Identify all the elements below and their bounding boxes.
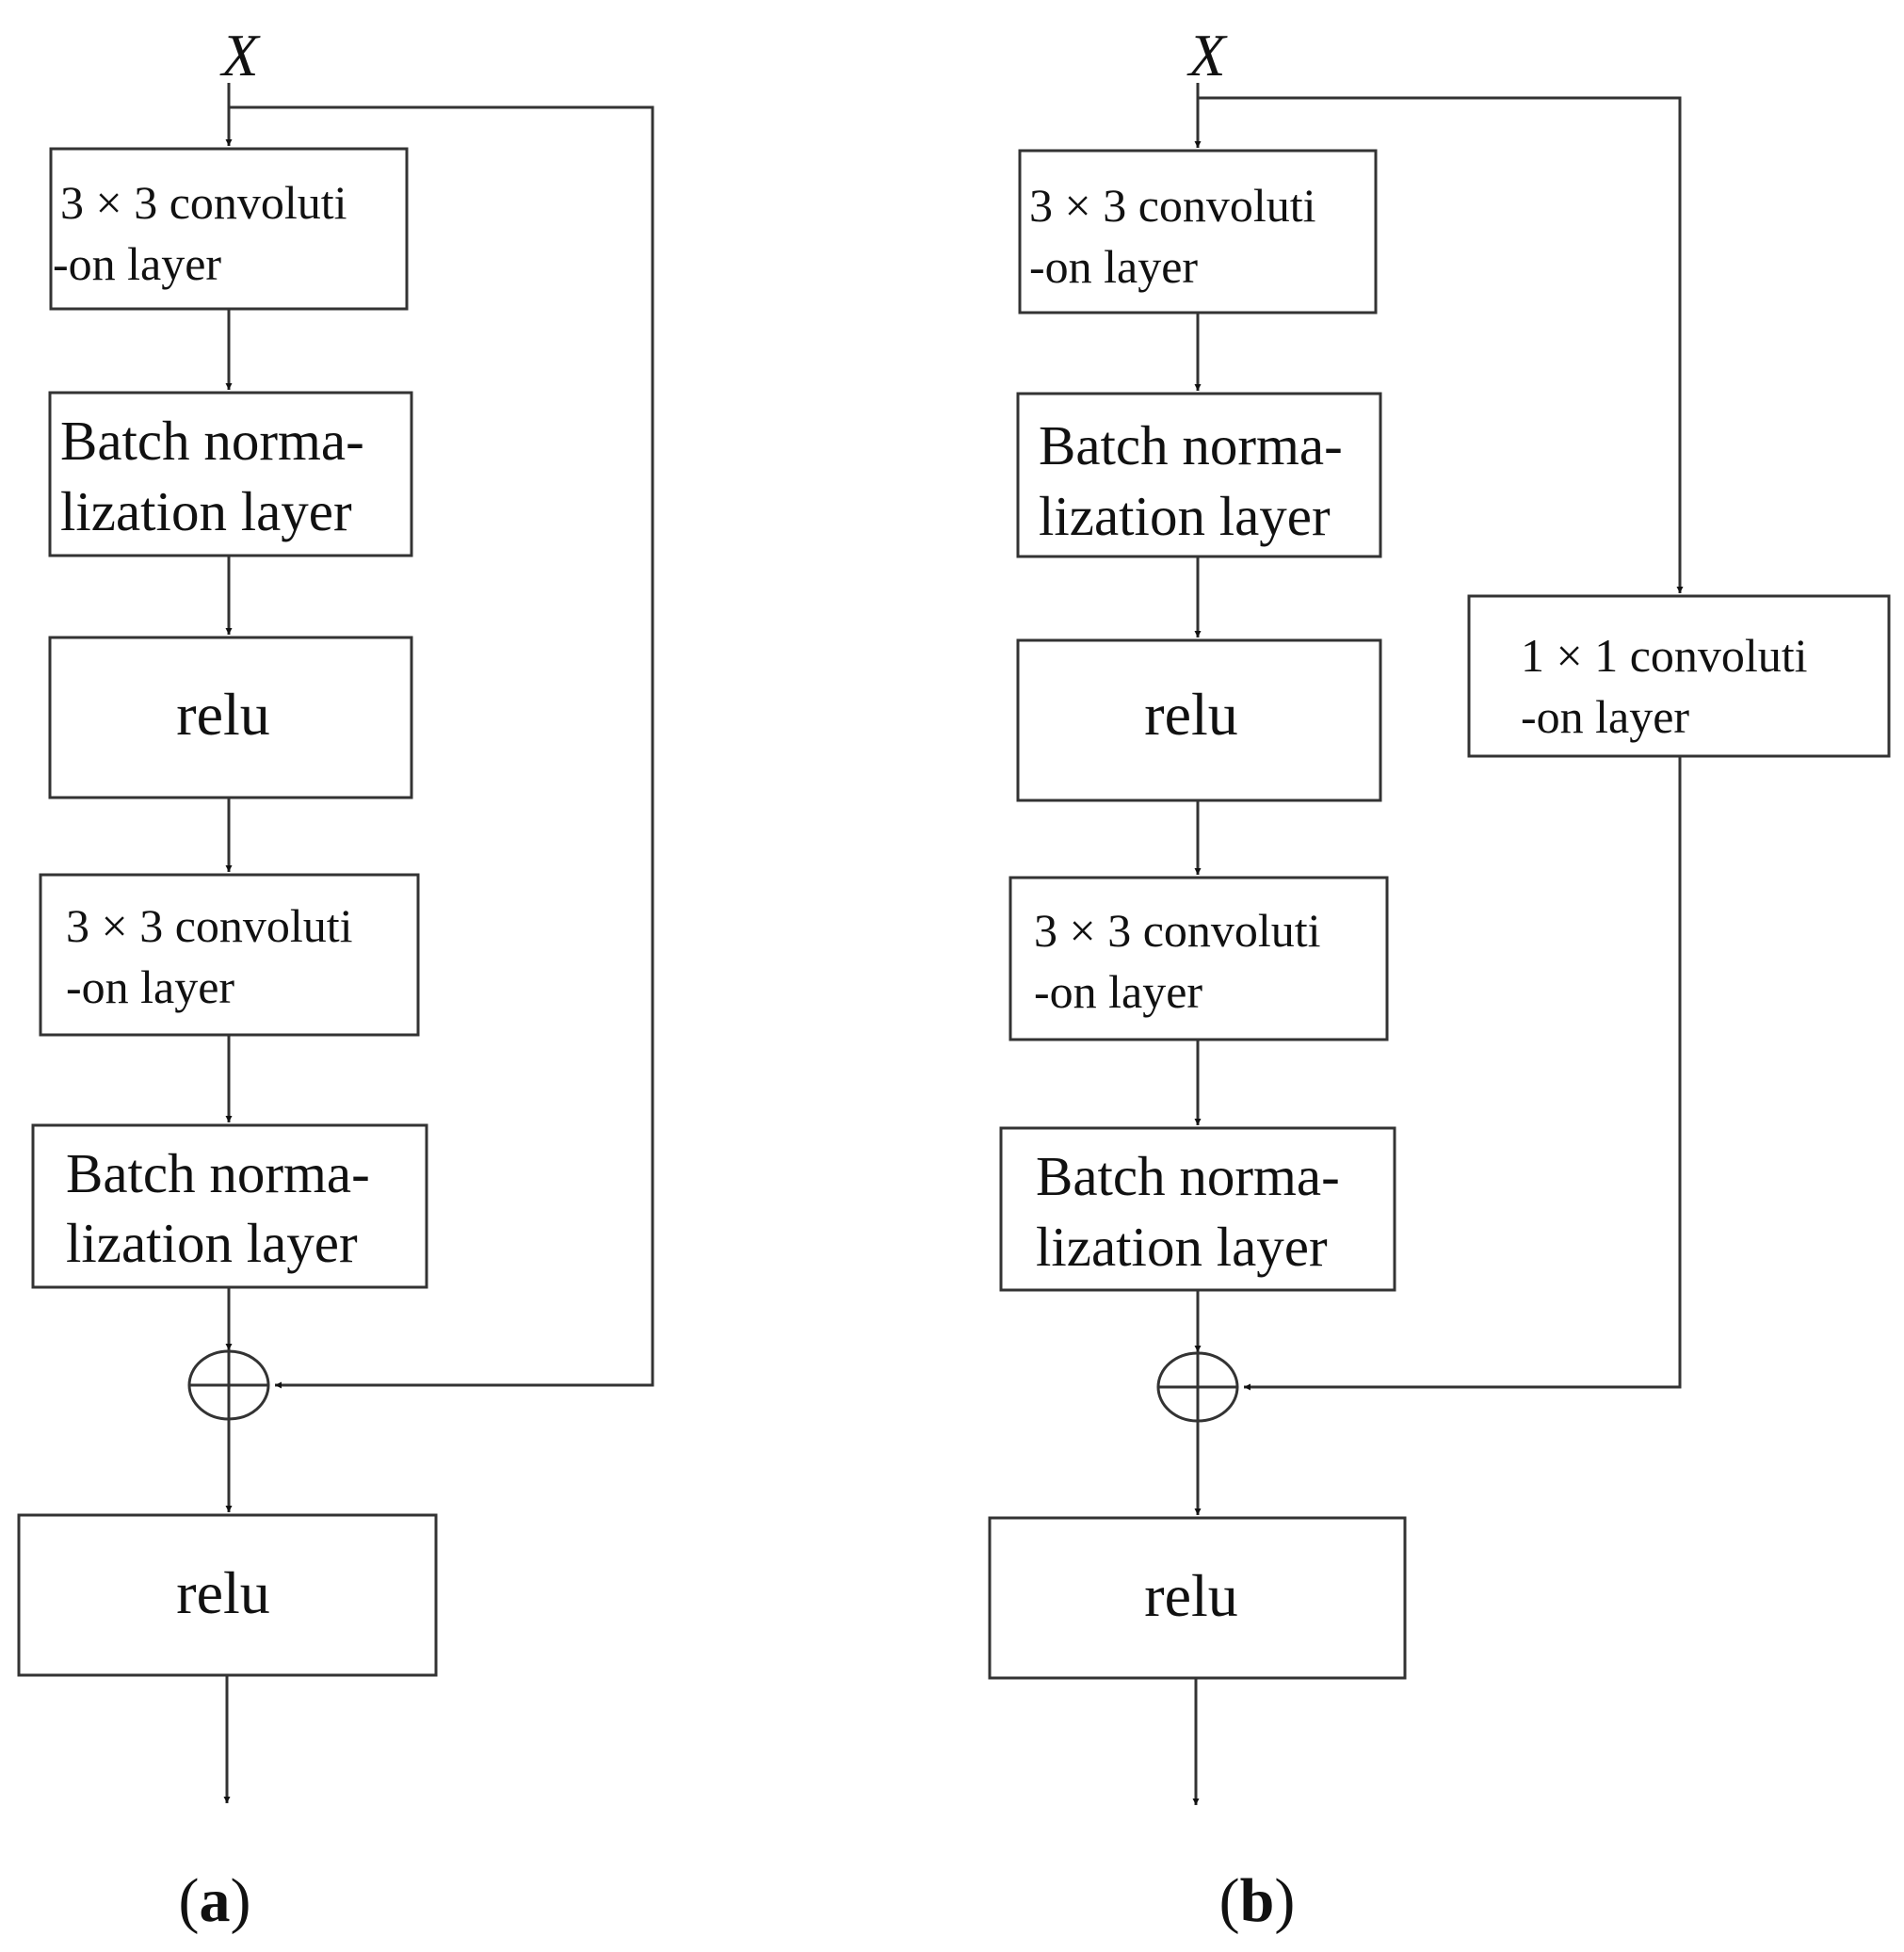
relu-block-2: relu: [17, 1513, 438, 1677]
batchnorm-block-1-b-line2: lization layer: [1039, 485, 1331, 547]
conv3x3-block-1-line2: -on layer: [53, 237, 221, 290]
projection-shortcut-in: [1198, 96, 1684, 593]
conv3x3-block-1-b: 3 × 3 convoluti -on layer: [1018, 149, 1378, 315]
panel-b-label: (b): [1219, 1866, 1296, 1935]
conv3x3-block-2: 3 × 3 convoluti -on layer: [39, 873, 420, 1037]
conv3x3-block-1-b-line2: -on layer: [1029, 240, 1198, 293]
batchnorm-block-2-line1: Batch norma-: [66, 1142, 370, 1204]
panel-a: X 3 × 3 convoluti -on layer Batch norma-…: [17, 22, 654, 1935]
relu-block-1: relu: [48, 636, 413, 799]
batchnorm-block-1-b-line1: Batch norma-: [1039, 414, 1343, 476]
relu-block-2-label: relu: [176, 1559, 270, 1626]
conv3x3-block-1-b-line1: 3 × 3 convoluti: [1029, 179, 1316, 232]
conv1x1-shortcut-block: 1 × 1 convoluti -on layer: [1467, 594, 1891, 758]
sum-node-b: [1156, 1351, 1239, 1423]
batchnorm-block-1-line2: lization layer: [60, 480, 352, 542]
input-x-label: X: [218, 22, 261, 89]
projection-shortcut-out: [1244, 756, 1682, 1391]
conv3x3-block-1: 3 × 3 convoluti -on layer: [49, 147, 409, 311]
conv3x3-block-2-b-line2: -on layer: [1034, 965, 1202, 1018]
conv3x3-block-2-line1: 3 × 3 convoluti: [66, 899, 353, 952]
batchnorm-block-2-b-line1: Batch norma-: [1036, 1145, 1340, 1207]
identity-shortcut: [229, 105, 654, 1389]
conv3x3-block-1-line1: 3 × 3 convoluti: [60, 176, 347, 229]
relu-block-1-b: relu: [1016, 638, 1382, 802]
relu-block-2-b-label: relu: [1144, 1562, 1238, 1629]
batchnorm-block-2: Batch norma- lization layer: [31, 1123, 428, 1289]
batchnorm-block-1-b: Batch norma- lization layer: [1016, 392, 1382, 558]
batchnorm-block-2-b: Batch norma- lization layer: [999, 1126, 1396, 1292]
batchnorm-block-1: Batch norma- lization layer: [48, 391, 413, 557]
conv1x1-shortcut-block-line2: -on layer: [1521, 690, 1689, 743]
batchnorm-block-2-b-line2: lization layer: [1036, 1216, 1328, 1278]
panel-a-label: (a): [179, 1866, 251, 1935]
panel-b: X 3 × 3 convoluti -on layer Batch norma-…: [988, 22, 1891, 1935]
conv3x3-block-2-b-line1: 3 × 3 convoluti: [1034, 904, 1321, 957]
batchnorm-block-2-line2: lization layer: [66, 1212, 358, 1274]
batchnorm-block-1-line1: Batch norma-: [60, 410, 364, 472]
conv3x3-block-2-line2: -on layer: [66, 960, 234, 1013]
conv3x3-block-2-b: 3 × 3 convoluti -on layer: [1008, 876, 1389, 1041]
sum-node-a: [187, 1349, 270, 1421]
relu-block-2-b: relu: [988, 1516, 1407, 1680]
relu-block-1-label: relu: [176, 681, 270, 748]
relu-block-1-b-label: relu: [1144, 681, 1238, 748]
conv1x1-shortcut-block-line1: 1 × 1 convoluti: [1521, 629, 1808, 682]
input-x-label-b: X: [1186, 22, 1228, 89]
